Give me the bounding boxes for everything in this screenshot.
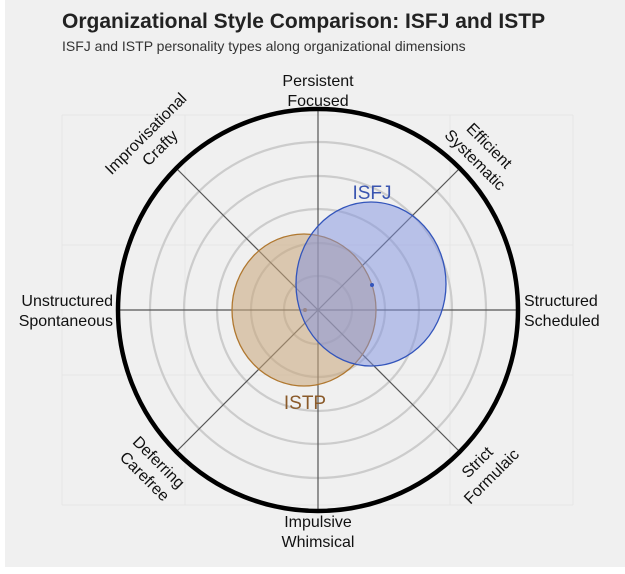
svg-text:Persistent: Persistent: [282, 73, 354, 90]
axis-label-bottom-right: Strict Formulaic: [459, 444, 523, 508]
istp-label: ISTP: [284, 393, 326, 414]
isfj-center-dot: [370, 283, 374, 287]
axis-label-top-right: Efficient Systematic: [441, 120, 515, 194]
axis-label-top-left: Improvisational Crafty: [102, 90, 190, 178]
svg-text:Scheduled: Scheduled: [524, 313, 600, 330]
outer-ring: [115, 106, 521, 514]
axis-label-bottom: Impulsive Whimsical: [282, 514, 355, 551]
svg-text:Whimsical: Whimsical: [282, 534, 355, 551]
svg-text:Focused: Focused: [287, 93, 348, 110]
svg-text:Unstructured: Unstructured: [21, 293, 113, 310]
axis-label-top: Persistent Focused: [282, 73, 354, 110]
axis-label-left: Unstructured Spontaneous: [19, 293, 113, 330]
chart-title: Organizational Style Comparison: ISFJ an…: [62, 10, 546, 33]
svg-text:Spontaneous: Spontaneous: [19, 313, 113, 330]
isfj-label: ISFJ: [352, 183, 391, 204]
axis-label-bottom-left: Deferring Carefree: [116, 434, 187, 506]
svg-text:Impulsive: Impulsive: [284, 514, 352, 531]
svg-text:Structured: Structured: [524, 293, 598, 310]
isfj-series: [295, 201, 447, 367]
chart-subtitle: ISFJ and ISTP personality types along or…: [62, 38, 466, 54]
axis-label-right: Structured Scheduled: [524, 293, 600, 330]
